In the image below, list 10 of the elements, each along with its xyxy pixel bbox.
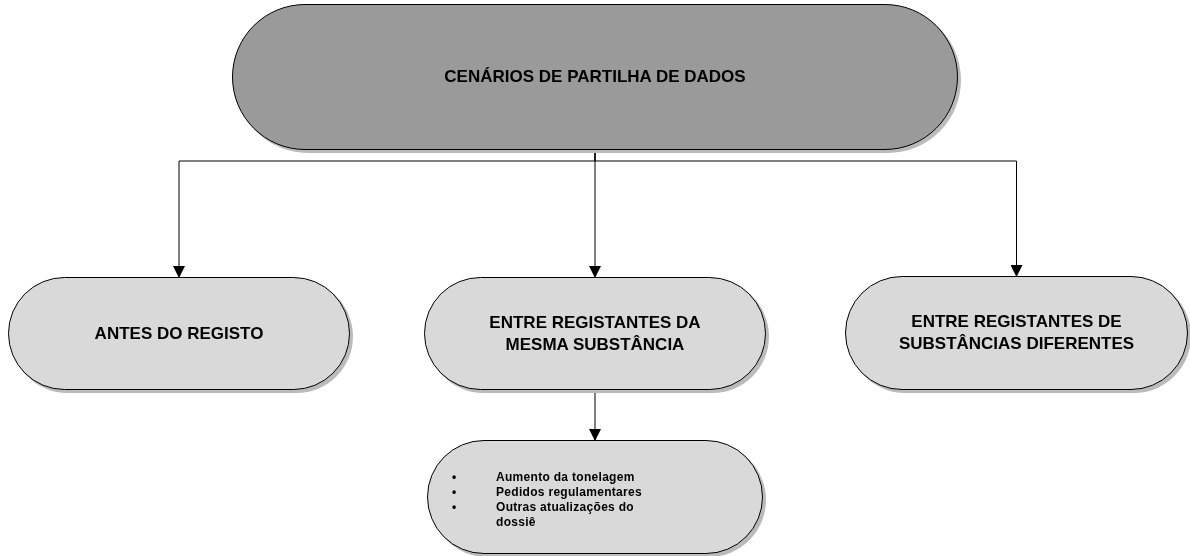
node-text: ENTRE REGISTANTES DA MESMA SUBSTÂNCIA (488, 311, 702, 356)
node-text: ANTES DO REGISTO (93, 322, 265, 345)
bullet: • (452, 470, 458, 485)
list-item: Pedidos regulamentares (496, 485, 643, 500)
list-item: Aumento da tonelagem (496, 470, 636, 485)
bullet: • (452, 485, 458, 500)
node-text: ENTRE REGISTANTES DE SUBSTÂNCIAS DIFERENTES (897, 311, 1136, 355)
node-text: CENÁRIOS DE PARTILHA DE DADOS (443, 66, 747, 88)
bullet: • (452, 500, 458, 516)
list-item: Outras atualizações do dossiê (496, 500, 635, 530)
